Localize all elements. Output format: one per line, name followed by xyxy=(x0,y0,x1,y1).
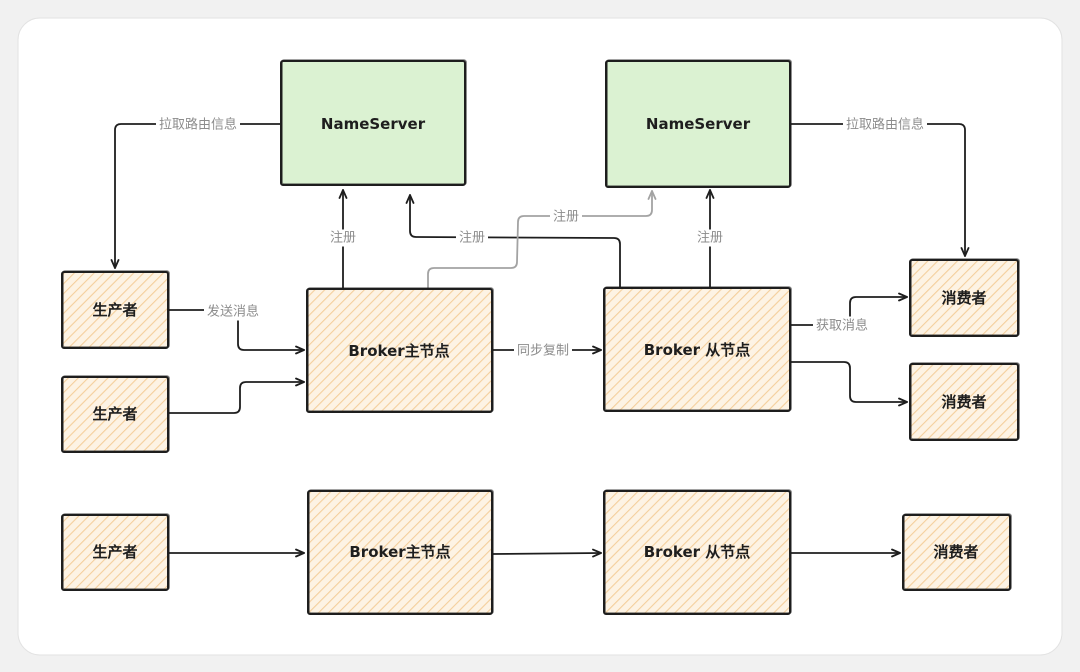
box-sketch-stroke xyxy=(307,489,494,615)
edges-secondary xyxy=(427,190,657,290)
producer-node-3: 生产者 xyxy=(61,513,170,591)
edge-register-master-right xyxy=(427,190,657,290)
edge-label-pull-route-right: 拉取路由信息 xyxy=(842,115,928,134)
nameserver-node-left: NameServer xyxy=(280,59,467,186)
label-background xyxy=(513,342,573,360)
node-label: 生产者 xyxy=(92,405,137,423)
box-sketch-stroke xyxy=(61,375,170,453)
node-label: 消费者 xyxy=(941,289,986,307)
consumer-node-2: 消费者 xyxy=(909,362,1020,441)
box-sketch-stroke xyxy=(603,489,792,615)
node-label: Broker主节点 xyxy=(348,342,449,360)
node-label: 生产者 xyxy=(92,543,137,561)
box-sketch-stroke xyxy=(61,270,170,349)
node-label: Broker 从节点 xyxy=(644,543,751,561)
producer-node-2: 生产者 xyxy=(61,375,170,453)
label-background xyxy=(842,115,928,134)
box-sketch-stroke xyxy=(909,258,1020,337)
edge-label-fetch-message: 获取消息 xyxy=(812,316,872,335)
edge-label-sync-replication: 同步复制 xyxy=(513,342,573,360)
edge-label-text: 发送消息 xyxy=(207,304,259,320)
box-sketch-stroke xyxy=(909,362,1020,441)
label-background xyxy=(812,316,872,335)
edge-bottom-master-to-slave xyxy=(491,548,602,558)
box-sketch-stroke xyxy=(280,59,467,186)
edge-label-text: 同步复制 xyxy=(517,344,569,359)
label-background xyxy=(155,115,241,134)
box-sketch-stroke xyxy=(605,59,792,188)
box-sketch-stroke xyxy=(603,286,792,412)
edge-register-slave-left xyxy=(405,194,621,289)
diagram-card xyxy=(17,17,1063,656)
edge-label-pull-route-left: 拉取路由信息 xyxy=(155,115,241,134)
label-background xyxy=(455,229,489,247)
edge-label-text: 拉取路由信息 xyxy=(159,117,237,133)
nameserver-node-right: NameServer xyxy=(605,59,792,188)
box-sketch-stroke xyxy=(61,513,170,591)
edge-label-text: 注册 xyxy=(697,231,723,246)
node-label: 生产者 xyxy=(92,301,137,319)
label-background xyxy=(549,208,583,226)
edge-pull-route-right xyxy=(789,123,970,257)
producer-node-1: 生产者 xyxy=(61,270,170,349)
edge-label-text: 注册 xyxy=(553,210,579,225)
label-background xyxy=(326,229,360,247)
edge-label-register-slave-right: 注册 xyxy=(693,229,727,247)
edge-send-message-2 xyxy=(167,377,305,414)
edge-label-send-message: 发送消息 xyxy=(203,302,263,321)
node-label: NameServer xyxy=(646,115,751,133)
edge-label-text: 获取消息 xyxy=(816,318,868,334)
edge-label-register-master-right: 注册 xyxy=(549,208,583,226)
consumer-node-3: 消费者 xyxy=(902,513,1012,591)
box-sketch-stroke xyxy=(902,513,1012,591)
broker-slave-node-top: Broker 从节点 xyxy=(603,286,792,412)
edge-pull-route-left xyxy=(110,123,282,269)
label-background xyxy=(693,229,727,247)
broker-master-node-bottom: Broker主节点 xyxy=(307,489,494,615)
broker-slave-node-bottom: Broker 从节点 xyxy=(603,489,792,615)
nodes: NameServer NameServer 生产者 生产者 Broker主节点 … xyxy=(61,59,1020,615)
broker-master-node-top: Broker主节点 xyxy=(306,287,494,413)
edge-labels: 拉取路由信息 拉取路由信息 注册 注册 注册 注册 发送消息 同步复制 xyxy=(155,115,928,360)
label-background xyxy=(203,302,263,321)
node-label: Broker 从节点 xyxy=(644,341,751,359)
node-label: 消费者 xyxy=(933,543,978,561)
node-label: Broker主节点 xyxy=(349,543,450,561)
node-label: NameServer xyxy=(321,115,426,133)
edge-label-register-slave-left: 注册 xyxy=(455,229,489,247)
consumer-node-1: 消费者 xyxy=(909,258,1020,337)
edge-label-text: 注册 xyxy=(330,231,356,246)
edge-label-text: 拉取路由信息 xyxy=(846,117,924,133)
edge-label-text: 注册 xyxy=(459,231,485,246)
edge-fetch-message-2 xyxy=(789,361,908,407)
node-label: 消费者 xyxy=(941,393,986,411)
box-sketch-stroke xyxy=(306,287,494,413)
edge-label-register-master: 注册 xyxy=(326,229,360,247)
